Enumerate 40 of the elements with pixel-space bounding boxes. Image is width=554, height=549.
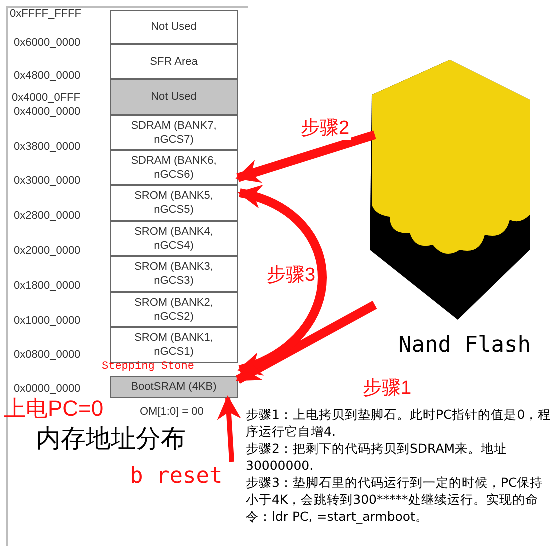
address-label: 0x3800_0000 (14, 140, 81, 155)
note-label: 上电PC=0 (4, 396, 104, 422)
step-note: 步骤3：垫脚石里的代码运行到一定的时候，PC保持小于4K，会跳转到300*****处继续运行。实现的命令：ldr PC, =start_armboot。 (246, 474, 544, 525)
memory-block: SROM (BANK4, nGCS4) (110, 221, 238, 256)
memory-block: SROM (BANK3, nGCS3) (110, 256, 238, 292)
step-note: 步骤2：把剩下的代码拷贝到SDRAM来。地址30000000. (246, 440, 508, 474)
memory-block: SROM (BANK2, nGCS2) (110, 292, 238, 327)
arrow (217, 396, 242, 462)
arrow (236, 301, 378, 384)
address-label: 0x0800_0000 (14, 348, 81, 363)
memory-block: Not Used (110, 79, 238, 115)
address-label: 0x4800_0000 (14, 69, 81, 84)
address-label: 0x2800_0000 (14, 209, 81, 224)
memory-block: SFR Area (110, 44, 238, 79)
address-label: 0x4000_0000 (14, 105, 81, 120)
diagram-title: 内存地址分布 (36, 424, 186, 454)
block-caption: Stepping Stone (102, 361, 194, 374)
code-label: b reset (130, 464, 223, 490)
arrow (236, 130, 376, 183)
arrow (238, 187, 327, 374)
address-label: 0x6000_0000 (14, 36, 81, 51)
address-label: 0x1800_0000 (14, 279, 81, 294)
address-label: 0x3000_0000 (14, 174, 81, 189)
memory-block: SDRAM (BANK6, nGCS6) (110, 150, 238, 185)
edge-label: 步骤1 (362, 378, 413, 400)
address-label: 0x4000_0FFF (12, 91, 80, 106)
chip-label: Nand Flash (398, 333, 531, 359)
address-label: 0x0000_0000 (14, 382, 81, 397)
step-note: 步骤1：上电拷贝到垫脚石。此时PC指针的值是0，程序运行它自增4. (246, 406, 552, 440)
memory-block: SROM (BANK1, nGCS1) (110, 327, 238, 363)
memory-block: SROM (BANK5, nGCS5) (110, 185, 238, 221)
memory-block: Not Used (110, 10, 238, 44)
edge-label: 步骤3 (266, 265, 317, 287)
memory-block: BootSRAM (4KB) (110, 376, 238, 398)
memory-block: SDRAM (BANK7, nGCS7) (110, 115, 238, 150)
address-label: 0x2000_0000 (14, 244, 81, 259)
mode-label: OM[1:0] = 00 (140, 405, 204, 420)
address-label: 0xFFFF_FFFF (10, 7, 82, 22)
address-label: 0x1000_0000 (14, 314, 81, 329)
edge-label: 步骤2 (300, 118, 351, 140)
